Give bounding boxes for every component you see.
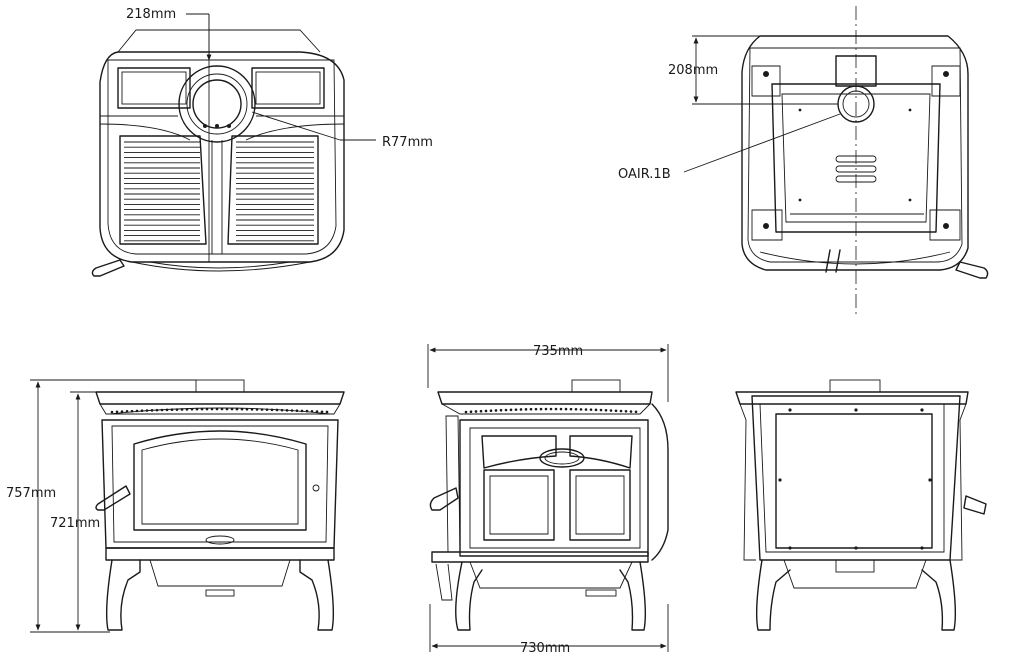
rear-top-view [683,6,989,316]
dim-735-label: 735mm [533,344,583,359]
dim-757-label: 757mm [6,486,56,501]
front-view [30,379,345,633]
rear-view [735,379,987,631]
dim-721-label: 721mm [50,516,100,531]
top-view [91,13,376,277]
dim-218-label: 218mm [126,7,176,22]
side-view [427,344,669,652]
outside-air-kit-label: OAIR.1B [618,167,671,182]
dim-730-label: 730mm [520,641,570,656]
dim-flue-radius-label: R77mm [382,135,433,150]
dim-208-label: 208mm [668,63,718,78]
